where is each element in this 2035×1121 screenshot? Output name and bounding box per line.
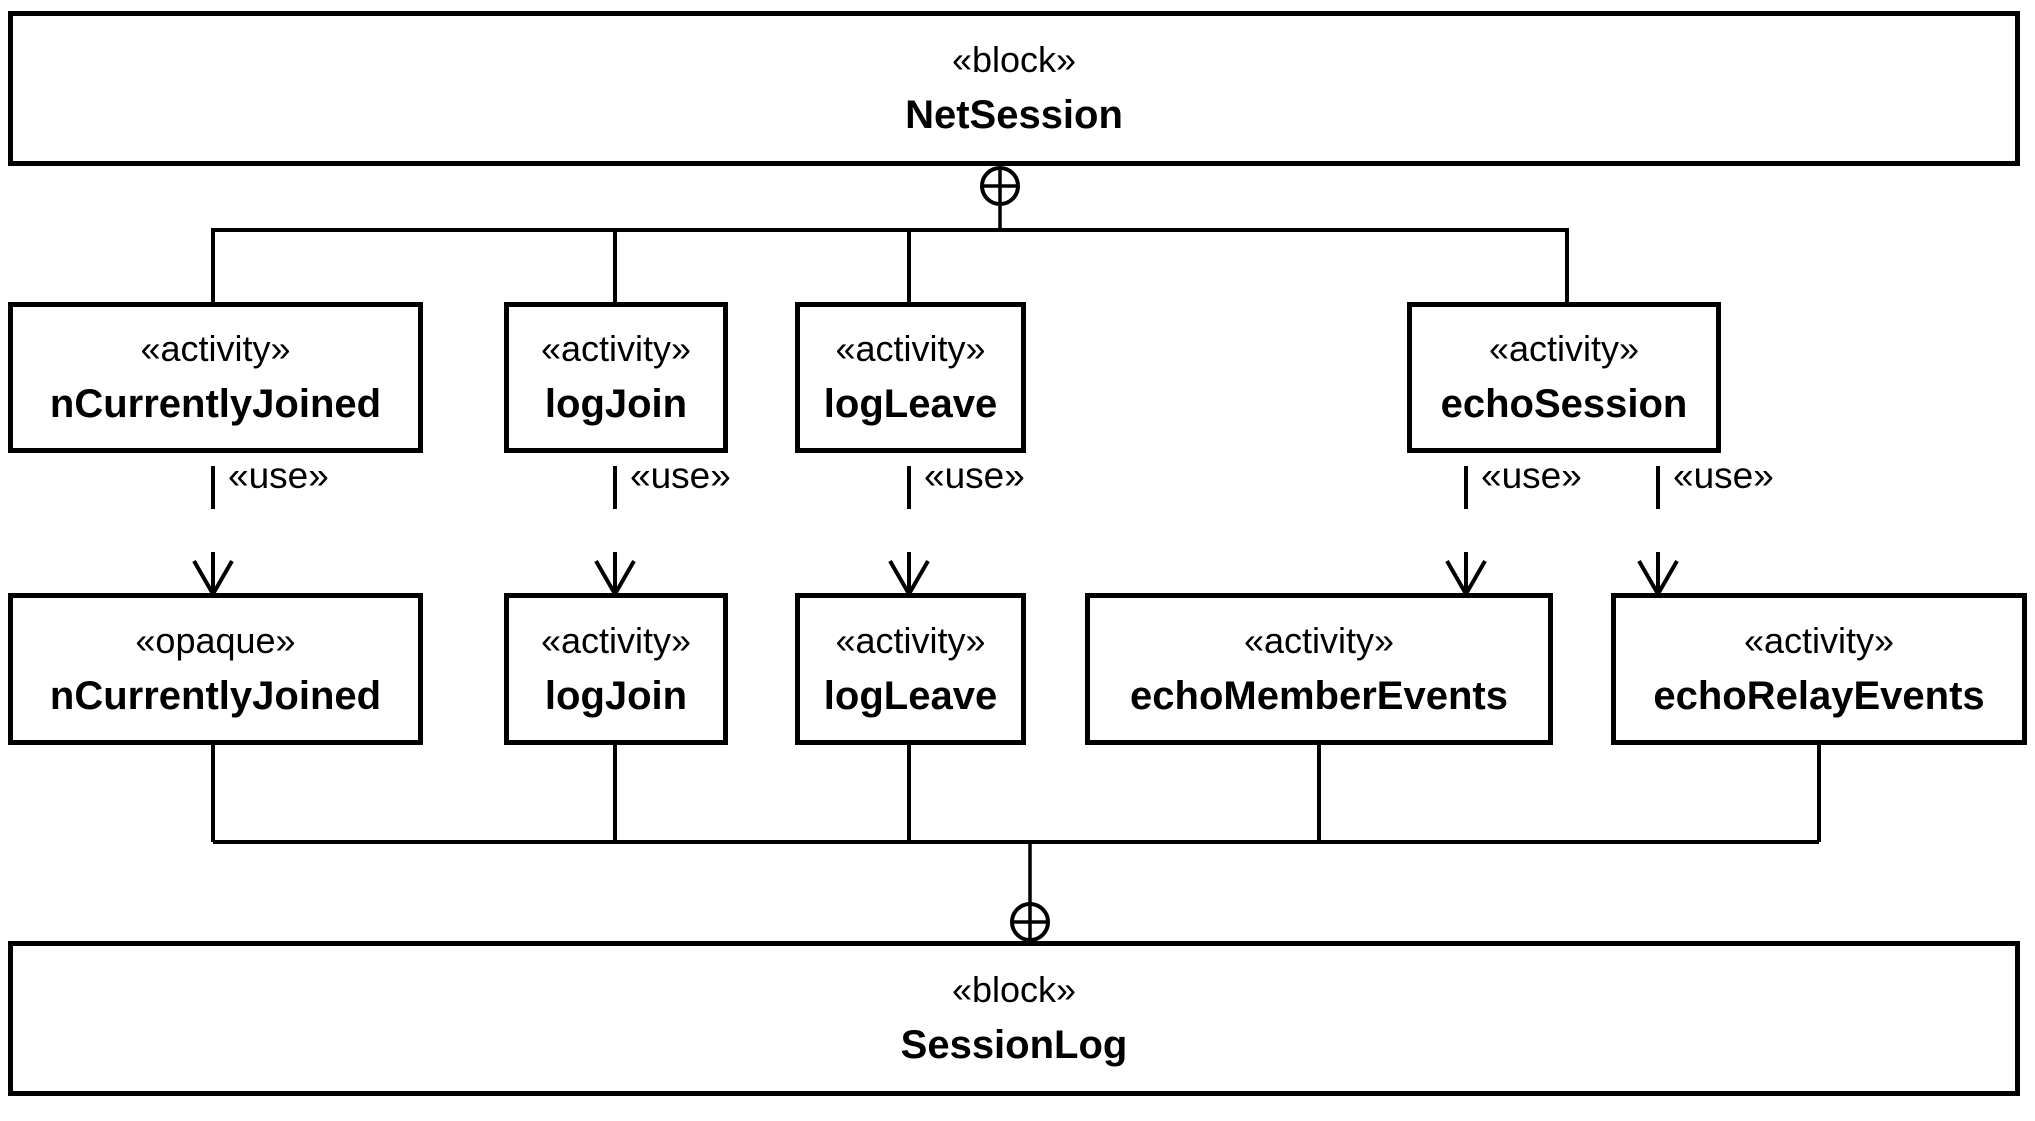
block-node-netsession: «block» NetSession [8,11,2020,166]
node-name: nCurrentlyJoined [49,673,382,718]
use-edge-label: «use» [924,455,1025,496]
node-name: echoRelayEvents [1653,673,1985,718]
stereotype-label: «opaque» [135,619,296,661]
use-arrow-logleave [888,466,930,599]
stereotype-label: «activity» [835,328,986,369]
activity-node-echosession: «activity» echoSession [1407,302,1721,453]
node-name: logLeave [823,673,998,718]
node-name: logJoin [544,673,688,718]
activity-node-ncurrentlyjoined-top: «activity» nCurrentlyJoined [8,302,423,453]
stereotype-label: «activity» [1488,328,1640,369]
use-arrow-echomemberevents [1445,466,1487,599]
stereotype-label: «activity» [835,619,986,661]
stereotype-label: «activity» [1243,619,1395,661]
use-edge-label: «use» [1481,455,1582,496]
block-node-sessionlog: «block» SessionLog [8,941,2020,1096]
activity-node-logjoin-top: «activity» logJoin [504,302,728,453]
node-name: echoMemberEvents [1130,673,1508,718]
stereotype-label: «block» [951,969,1077,1010]
node-name: NetSession [905,93,1123,137]
activity-node-echorelayevents: «activity» echoRelayEvents [1611,593,2027,745]
node-name: logLeave [823,382,998,426]
stereotype-label: «activity» [1743,619,1895,661]
activity-node-echomemberevents: «activity» echoMemberEvents [1085,593,1553,745]
activity-node-logleave-bottom: «activity» logLeave [795,593,1026,745]
node-name: nCurrentlyJoined [49,382,382,426]
stereotype-label: «activity» [540,619,692,661]
stereotype-label: «block» [951,39,1077,80]
opaque-node-ncurrentlyjoined-bottom: «opaque» nCurrentlyJoined [8,593,423,745]
use-arrow-ncurrentlyjoined [192,466,234,599]
use-edge-label: «use» [1673,455,1774,496]
stereotype-label: «activity» [540,328,692,369]
activity-node-logjoin-bottom: «activity» logJoin [504,593,728,745]
use-arrow-echorelayevents [1637,466,1679,599]
node-name: SessionLog [900,1023,1128,1067]
composition-anchor-icon [980,166,1020,206]
use-edge-label: «use» [228,455,329,496]
use-edge-label: «use» [630,455,731,496]
node-name: echoSession [1440,382,1688,426]
use-arrow-logjoin [594,466,636,599]
activity-node-logleave-top: «activity» logLeave [795,302,1026,453]
node-name: logJoin [544,382,688,426]
stereotype-label: «activity» [140,328,291,369]
composition-anchor-icon [1010,902,1050,942]
